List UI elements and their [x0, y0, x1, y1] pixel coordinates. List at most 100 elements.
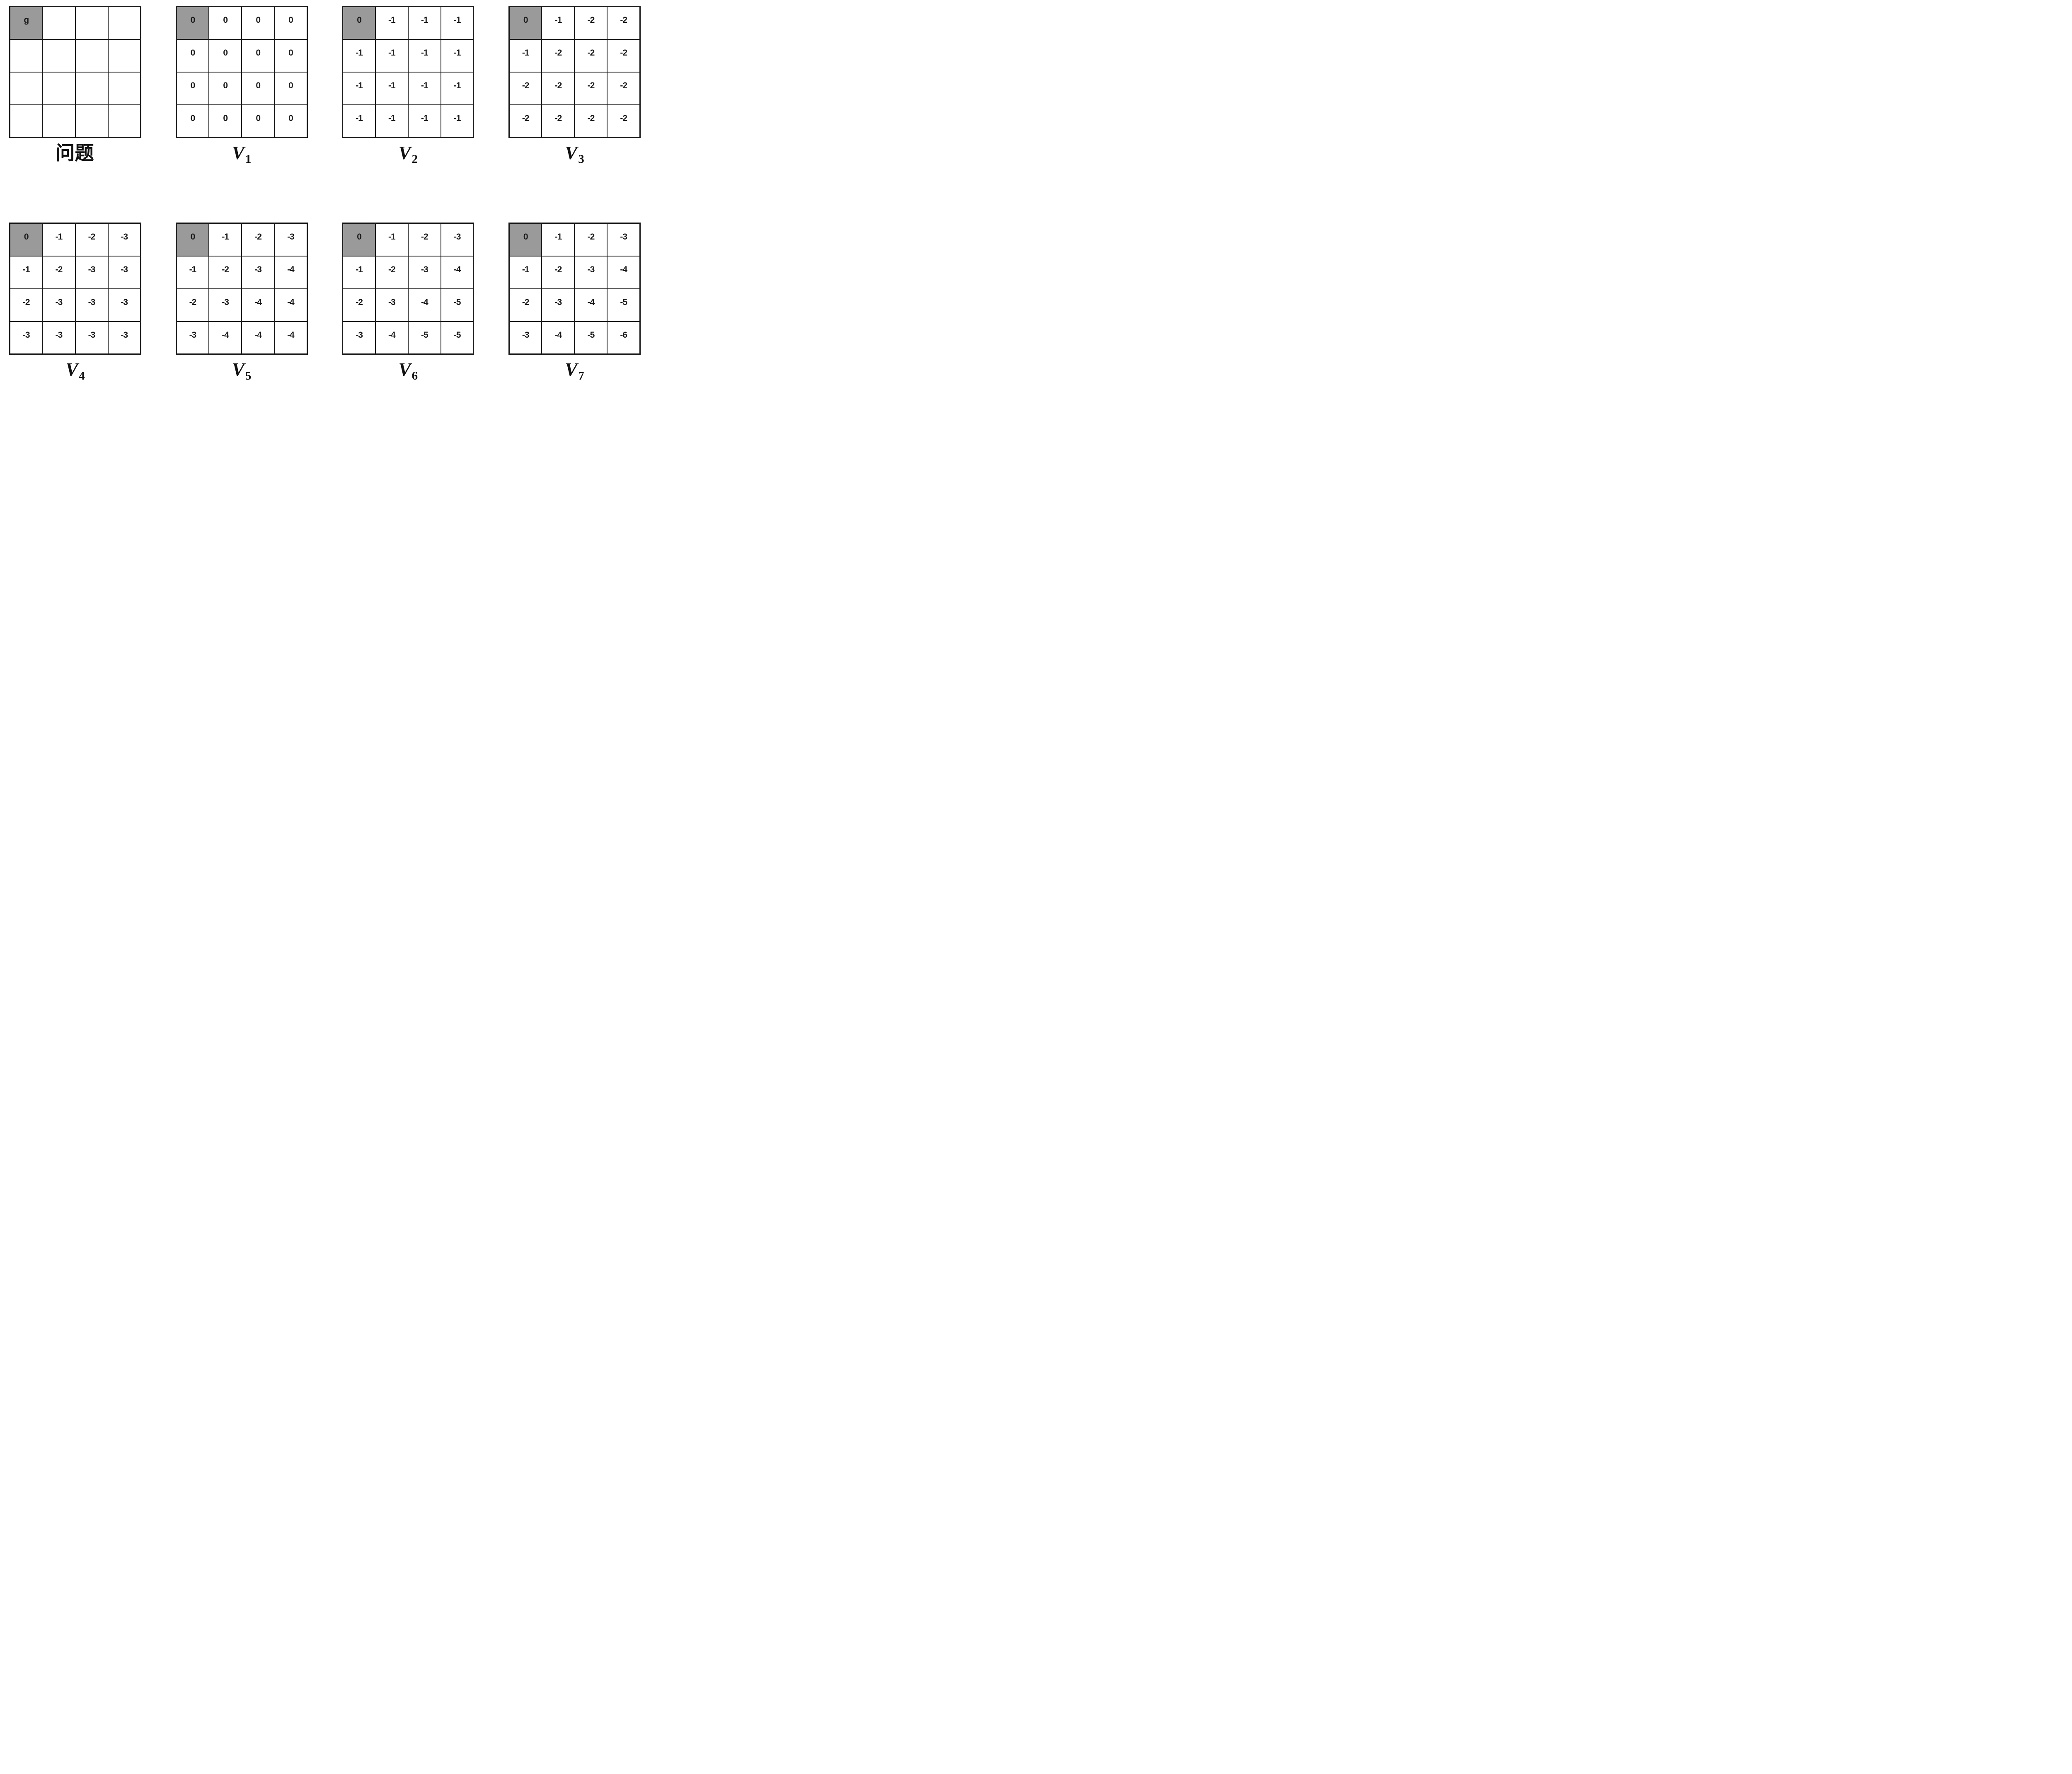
grid-panel-v5: 0-1-2-3-1-2-3-4-2-3-4-4-3-4-4-4 V5 — [175, 223, 309, 382]
grid-cell — [107, 104, 141, 138]
grid-cell: 0 — [241, 71, 275, 105]
grid-label: V4 — [65, 361, 85, 382]
grid-label-base: V — [565, 359, 578, 380]
grid-cell: 0 — [176, 104, 210, 138]
grid-cell: -4 — [607, 255, 641, 289]
grid-cell: -1 — [407, 104, 441, 138]
grid-table-row: -1-1-1-1 — [342, 39, 474, 73]
grid-cell: -2 — [42, 255, 76, 289]
grid-cell: -3 — [508, 321, 542, 355]
grid-cell: -4 — [274, 321, 308, 355]
grid-cell — [42, 104, 76, 138]
grid-table-row: -1-2-3-4 — [176, 255, 308, 289]
grid-cell: -1 — [375, 6, 409, 40]
grid-cell: -3 — [375, 288, 409, 322]
grid-cell: 0 — [208, 104, 242, 138]
grid-cell: -1 — [508, 255, 542, 289]
grid-body: 0-1-2-3-1-2-3-4-2-3-4-5-3-4-5-5 — [342, 223, 474, 355]
grid-label-subscript: 2 — [411, 152, 418, 166]
grid-table-row — [9, 71, 141, 105]
grid-label: V7 — [565, 361, 584, 382]
grid-cell: -3 — [607, 223, 641, 257]
grid-cell: -2 — [407, 223, 441, 257]
grid-body: 0-1-1-1-1-1-1-1-1-1-1-1-1-1-1-1 — [342, 6, 474, 138]
grid-cell: -4 — [208, 321, 242, 355]
grid-cell: -2 — [75, 223, 109, 257]
grid-cell: -2 — [607, 71, 641, 105]
grid-cell: -2 — [541, 71, 575, 105]
grid-cell: -4 — [241, 321, 275, 355]
grid-label-base: V — [398, 143, 411, 163]
grid-table-row: -3-4-5-5 — [342, 321, 474, 355]
grid-table-row: -3-3-3-3 — [9, 321, 141, 355]
grid-cell: -3 — [208, 288, 242, 322]
grid-cell: -3 — [107, 321, 141, 355]
grid-table: 0-1-2-2-1-2-2-2-2-2-2-2-2-2-2-2 — [508, 6, 641, 138]
grid-cell: -2 — [607, 6, 641, 40]
grid-cell: -2 — [9, 288, 43, 322]
grid-cell — [75, 104, 109, 138]
grid-table: 0-1-2-3-1-2-3-3-2-3-3-3-3-3-3-3 — [9, 223, 141, 355]
grid-cell: -1 — [440, 104, 474, 138]
grid-cell — [9, 39, 43, 73]
grid-label: V5 — [232, 361, 252, 382]
grid-label-subscript: 6 — [411, 369, 418, 382]
grid-cell: -1 — [42, 223, 76, 257]
grid-cell: -4 — [574, 288, 608, 322]
grid-table-row: 0-1-2-3 — [9, 223, 141, 257]
grid-label-base: 问题 — [56, 143, 94, 164]
grid-table-row: -1-1-1-1 — [342, 104, 474, 138]
grid-table-row: -2-2-2-2 — [508, 71, 641, 105]
grid-label-subscript: 3 — [578, 152, 584, 166]
grid-cell: -1 — [440, 39, 474, 73]
grid-cell: -3 — [42, 288, 76, 322]
grid-cell: -1 — [375, 39, 409, 73]
grid-cell: -2 — [375, 255, 409, 289]
grid-label-base: V — [398, 359, 411, 380]
grid-cell: -2 — [241, 223, 275, 257]
grid-table-row — [9, 104, 141, 138]
grid-cell: -6 — [607, 321, 641, 355]
grid-cell: -3 — [176, 321, 210, 355]
grid-cell: -1 — [407, 71, 441, 105]
grid-cell: -1 — [541, 6, 575, 40]
grid-cell: -2 — [541, 255, 575, 289]
grid-panel-v3: 0-1-2-2-1-2-2-2-2-2-2-2-2-2-2-2 V3 — [508, 6, 641, 166]
grid-cell: -1 — [440, 6, 474, 40]
grid-cell: -4 — [274, 288, 308, 322]
grid-table-row: -1-2-2-2 — [508, 39, 641, 73]
grid-table-row: -2-3-4-4 — [176, 288, 308, 322]
grid-cell: 0 — [274, 104, 308, 138]
grid-cell: -5 — [607, 288, 641, 322]
grid-cell: -2 — [574, 223, 608, 257]
grid-table-row — [9, 39, 141, 73]
grid-cell: -5 — [440, 321, 474, 355]
grid-table-row: -2-3-4-5 — [508, 288, 641, 322]
grid-cell: -5 — [574, 321, 608, 355]
grid-body: 0-1-2-3-1-2-3-4-2-3-4-5-3-4-5-6 — [508, 223, 641, 355]
grid-cell: -2 — [541, 39, 575, 73]
grid-cell: -2 — [508, 288, 542, 322]
grid-cell: -3 — [241, 255, 275, 289]
grid-table-row: -1-2-3-4 — [342, 255, 474, 289]
grid-cell: -1 — [9, 255, 43, 289]
grid-table: 0-1-1-1-1-1-1-1-1-1-1-1-1-1-1-1 — [342, 6, 474, 138]
grid-table-row: -2-2-2-2 — [508, 104, 641, 138]
grid-cell — [75, 71, 109, 105]
grid-cell: -3 — [107, 223, 141, 257]
goal-cell: 0 — [176, 223, 210, 257]
grid-cell: -3 — [42, 321, 76, 355]
grid-cell: -3 — [541, 288, 575, 322]
grid-table: 0-1-2-3-1-2-3-4-2-3-4-5-3-4-5-5 — [342, 223, 474, 355]
grid-label: V2 — [399, 144, 418, 165]
grid-cell: -3 — [75, 321, 109, 355]
grid-label-subscript: 4 — [79, 369, 85, 382]
grid-cell: -2 — [508, 104, 542, 138]
grid-cell: -2 — [574, 39, 608, 73]
